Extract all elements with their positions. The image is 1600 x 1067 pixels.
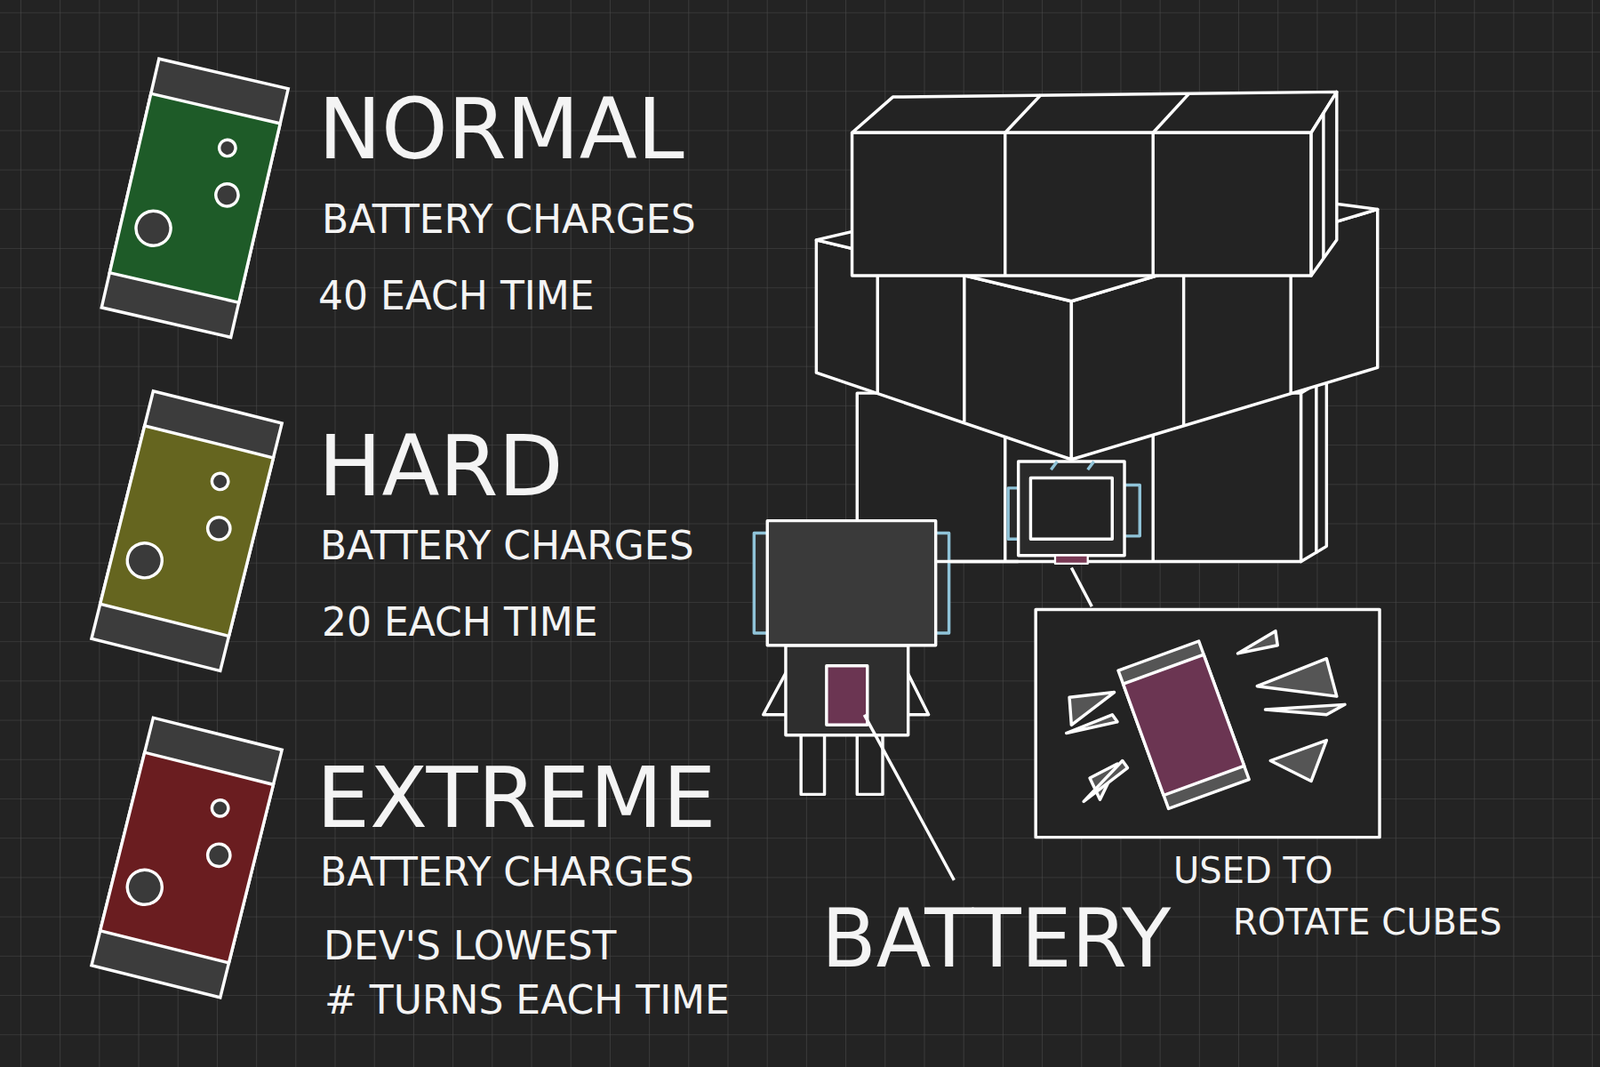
description-text: BATTERY CHARGES xyxy=(321,200,696,240)
leader-line xyxy=(1071,567,1092,607)
leader-line xyxy=(864,714,954,880)
callout-box xyxy=(1035,609,1380,838)
difficulty-heading: NORMAL xyxy=(318,87,685,172)
description-text: 40 EACH TIME xyxy=(318,276,595,316)
difficulty-heading: EXTREME xyxy=(316,755,717,840)
part-label: BATTERY xyxy=(821,898,1171,979)
small-robot xyxy=(1008,461,1140,564)
description-text: 20 EACH TIME xyxy=(321,602,599,642)
description-text: DEV'S LOWEST xyxy=(323,926,616,966)
description-text: BATTERY CHARGES xyxy=(320,852,695,892)
note-text: ROTATE CUBES xyxy=(1232,904,1503,940)
description-text: # TURNS EACH TIME xyxy=(324,980,730,1020)
note-text: USED TO xyxy=(1173,852,1333,888)
description-text: BATTERY CHARGES xyxy=(320,526,695,566)
battery-extreme xyxy=(91,717,282,998)
difficulty-heading: HARD xyxy=(318,424,564,509)
robot xyxy=(753,520,949,795)
wire xyxy=(936,560,1019,563)
battery-hard xyxy=(91,391,282,672)
battery-normal xyxy=(101,58,288,337)
cube-top-layer xyxy=(852,91,1337,276)
